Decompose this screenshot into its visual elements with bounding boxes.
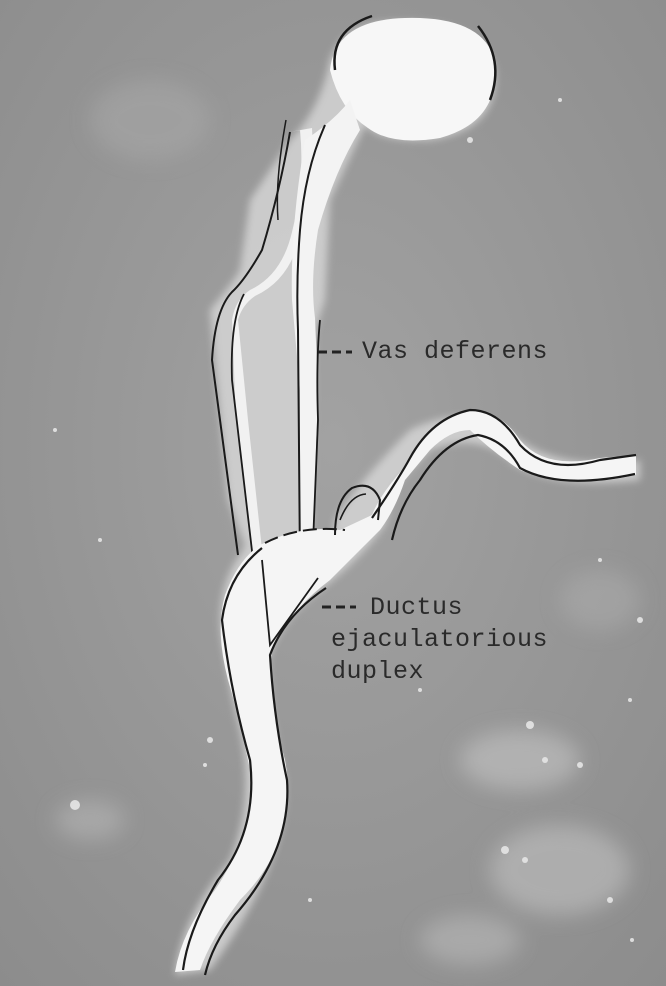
label-ductus-line1: Ductus [370, 592, 463, 623]
label-ductus-line2: ejaculatorious [331, 624, 548, 655]
label-ductus-line3: duplex [331, 656, 424, 687]
label-vas-deferens: Vas deferens [362, 336, 548, 367]
